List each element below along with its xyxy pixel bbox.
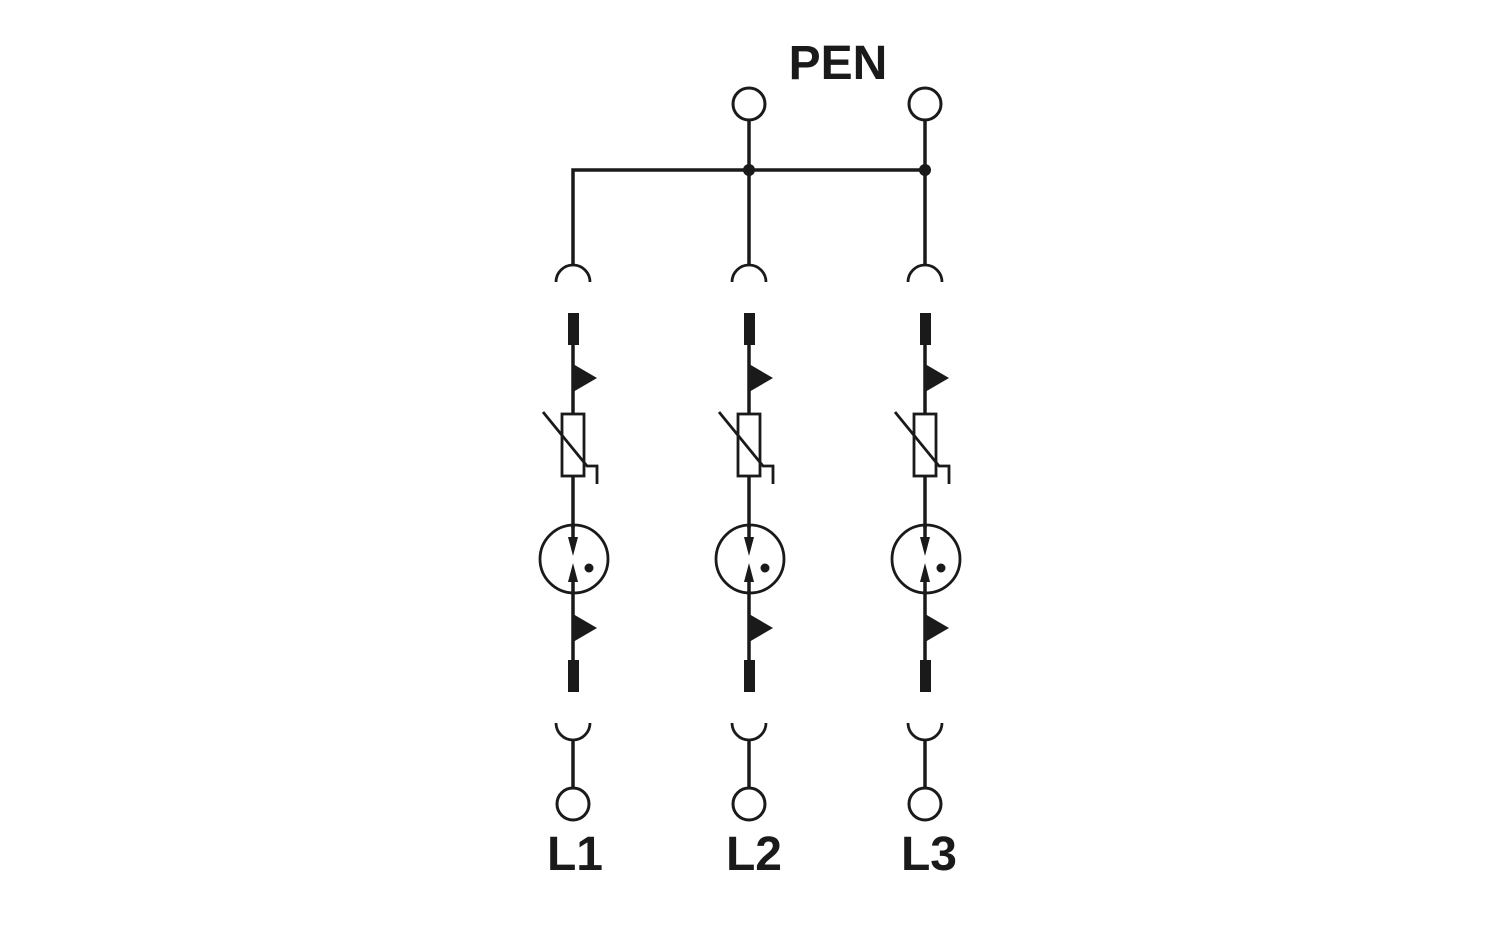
terminal-circle-icon: [907, 86, 943, 122]
flag-marker: [573, 364, 597, 392]
junction-dot: [743, 164, 755, 176]
phase-label-l3: L3: [901, 828, 957, 881]
spark-gap-icon: [890, 523, 962, 595]
plug-contact: [920, 313, 931, 345]
phase-label-l2: L2: [726, 828, 782, 881]
flag-marker: [749, 364, 773, 392]
phase-label-l1: L1: [547, 828, 603, 881]
plug-socket-connector-icon: [554, 722, 592, 742]
pen-terminal-2: [907, 86, 943, 170]
flag-marker: [925, 364, 949, 392]
plug-contact: [744, 313, 755, 345]
terminal-circle-icon: [731, 786, 767, 822]
flag-marker: [925, 614, 949, 642]
plug-socket-connector-icon: [906, 722, 944, 742]
varistor-icon: [717, 411, 775, 484]
junction-dot: [919, 164, 931, 176]
terminal-circle-icon: [555, 786, 591, 822]
varistor-icon: [893, 411, 951, 484]
flag-marker: [573, 614, 597, 642]
terminal-circle-icon: [731, 86, 767, 122]
plug-contact: [744, 660, 755, 692]
pen-terminal-1: [731, 86, 767, 170]
plug-socket-connector-icon: [730, 722, 768, 742]
spark-gap-icon: [714, 523, 786, 595]
plug-contact: [568, 313, 579, 345]
branch-l1: [538, 263, 610, 822]
pen-label: PEN: [789, 37, 888, 90]
terminal-circle-icon: [907, 786, 943, 822]
plug-contact: [920, 660, 931, 692]
plug-socket-connector-icon: [554, 263, 592, 283]
branch-l2: [714, 263, 786, 822]
flag-marker: [749, 614, 773, 642]
spark-gap-icon: [538, 523, 610, 595]
varistor-icon: [541, 411, 599, 484]
branch-l3: [890, 263, 962, 822]
plug-contact: [568, 660, 579, 692]
plug-socket-connector-icon: [906, 263, 944, 283]
pen-bus-line: [571, 168, 925, 265]
plug-socket-connector-icon: [730, 263, 768, 283]
phase-branches: [538, 263, 962, 822]
